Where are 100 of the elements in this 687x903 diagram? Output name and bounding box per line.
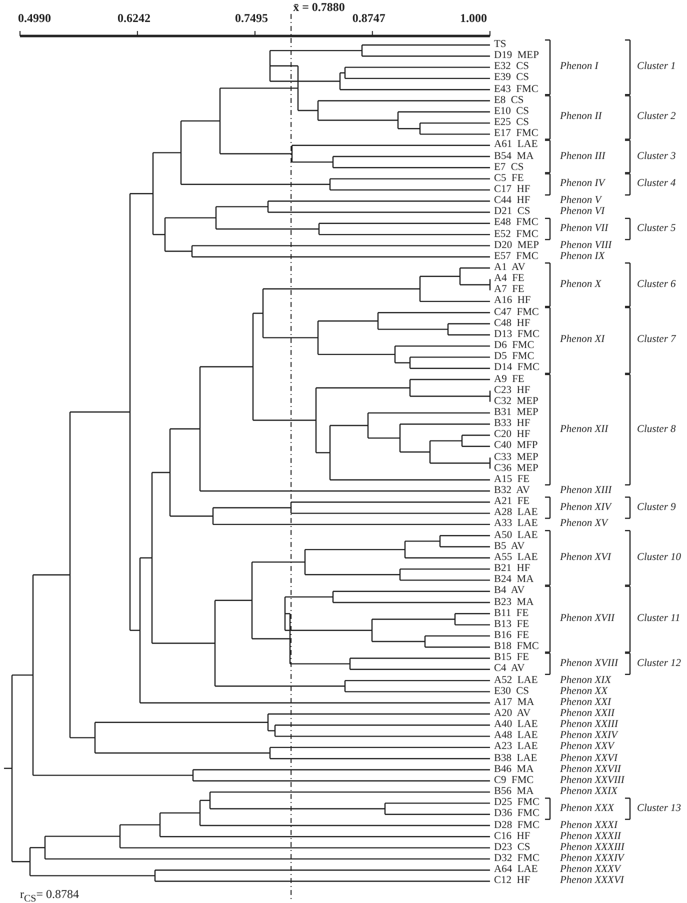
strain-label: A17 MA: [494, 696, 534, 708]
strain-label: E57 FMC: [494, 250, 538, 262]
cluster-label: Cluster 5: [637, 222, 676, 234]
cluster-label: Cluster 3: [637, 150, 676, 162]
strain-label: B33 HF: [494, 418, 530, 430]
strain-label: A64 LAE: [494, 864, 538, 876]
strain-label: A55 LAE: [494, 552, 538, 563]
strain-label: B31 MEP: [494, 406, 538, 418]
strain-label: D20 MEP: [494, 240, 539, 251]
cluster-label: Cluster 12: [637, 658, 682, 669]
phenon-label: Phenon V: [560, 195, 602, 206]
phenon-label: Phenon XIX: [560, 674, 612, 686]
cluster-label: Cluster 13: [637, 802, 682, 814]
phenon-label: Phenon XX: [560, 686, 608, 697]
strain-label: D5 FMC: [494, 351, 534, 362]
cluster-label: Cluster 7: [637, 334, 676, 346]
cluster-label: Cluster 4: [637, 178, 676, 190]
strain-label: A15 FE: [494, 474, 530, 485]
phenon-label: Phenon III: [560, 150, 606, 162]
phenon-label: Phenon XXVIII: [560, 774, 624, 786]
strain-label: C47 FMC: [494, 306, 539, 318]
strain-label: C44 HF: [494, 195, 530, 206]
cluster-label: Cluster 10: [637, 552, 682, 563]
strain-label: E43 FMC: [494, 84, 538, 95]
phenon-label: Phenon XXX: [560, 802, 614, 814]
phenon-label: Phenon XVIII: [560, 658, 618, 669]
phenon-label: Phenon IX: [560, 250, 605, 262]
strain-label: C40 MFP: [494, 440, 538, 452]
cluster-label: Cluster 8: [637, 424, 676, 435]
phenon-label: Phenon XII: [560, 424, 608, 435]
phenon-label: Phenon XXVII: [560, 764, 621, 775]
scale-value: 0.7495: [234, 13, 268, 24]
strain-label: B23 MA: [494, 596, 534, 608]
strain-label: A28 LAE: [494, 507, 538, 518]
strain-label: A7 FE: [494, 284, 524, 296]
strain-label: E7 CS: [494, 162, 524, 173]
strain-label: D23 CS: [494, 842, 530, 853]
phenon-label: Phenon XXXII: [560, 830, 621, 842]
phenon-label: Phenon XXXI: [560, 820, 618, 830]
phenon-label: Phenon XI: [560, 334, 605, 346]
strain-label: E10 CS: [494, 106, 530, 117]
strain-label: C4 AV: [494, 663, 525, 674]
strain-label: C48 HF: [494, 318, 530, 329]
strain-label: A40 LAE: [494, 719, 538, 730]
strain-label: C20 HF: [494, 429, 530, 440]
strain-label: E48 FMC: [494, 217, 538, 228]
phenon-label: Phenon XXVI: [560, 752, 618, 764]
strain-label: A21 FE: [494, 496, 530, 508]
strain-label: B46 MA: [494, 764, 534, 775]
phenon-label: Phenon XV: [560, 518, 608, 530]
strain-label: C36 MEP: [494, 462, 538, 474]
strain-label: B24 MA: [494, 574, 534, 586]
strain-label: B5 AV: [494, 540, 525, 552]
strain-label: A33 LAE: [494, 518, 538, 530]
strain-label: C16 HF: [494, 830, 530, 842]
strain-label: B4 AV: [494, 585, 525, 596]
cluster-label: Cluster 11: [637, 613, 680, 624]
strain-label: D32 FMC: [494, 852, 540, 864]
scale-value: 1.000: [460, 13, 487, 24]
phenon-label: Phenon I: [560, 61, 598, 72]
phenon-label: Phenon XXI: [560, 696, 612, 708]
phenon-label: Phenon XVII: [560, 613, 615, 624]
strain-label: B21 HF: [494, 563, 530, 574]
strain-label: C12 HF: [494, 875, 530, 886]
strain-label: TS: [494, 39, 506, 50]
strain-label: E32 CS: [494, 61, 530, 72]
strain-label: E52 FMC: [494, 228, 538, 240]
phenon-label: Phenon XIII: [560, 485, 612, 496]
strain-label: D6 FMC: [494, 340, 534, 352]
strain-label: E8 CS: [494, 94, 524, 106]
strain-label: A1 AV: [494, 262, 526, 273]
cluster-label: Cluster 1: [637, 61, 676, 72]
strain-label: B54 MA: [494, 150, 534, 162]
strain-label: C9 FMC: [494, 774, 534, 786]
phenon-label: Phenon XXXVI: [560, 875, 624, 886]
strain-label: E39 CS: [494, 72, 530, 84]
phenon-label: Phenon VII: [560, 222, 608, 234]
strain-label: C23 HF: [494, 384, 530, 396]
strain-label: B32 AV: [494, 485, 530, 496]
strain-label: A16 HF: [494, 295, 531, 306]
strain-label: A9 FE: [494, 374, 524, 384]
phenon-label: Phenon XXIII: [560, 719, 618, 730]
strain-label: D19 MEP: [494, 50, 539, 62]
phenon-label: Phenon VIII: [560, 240, 612, 251]
phenon-label: Phenon XIV: [560, 502, 612, 513]
strain-label: C5 FE: [494, 172, 524, 184]
strain-label: B56 MA: [494, 786, 534, 798]
strain-label: E25 CS: [494, 117, 530, 128]
strain-label: D28 FMC: [494, 820, 540, 830]
strain-label: D14 FMC: [494, 362, 540, 374]
cluster-label: Cluster 6: [637, 278, 676, 290]
strain-label: B18 FMC: [494, 641, 539, 652]
strain-label: B11 FE: [494, 608, 529, 619]
strain-label: D36 FMC: [494, 808, 540, 820]
phenon-label: Phenon XXXV: [560, 864, 620, 876]
strain-label: E30 CS: [494, 686, 530, 697]
phenon-label: Phenon II: [560, 111, 602, 122]
strain-label: C17 HF: [494, 184, 530, 195]
scale-value: 0.6242: [117, 13, 150, 24]
strain-label: B13 FE: [494, 618, 530, 630]
